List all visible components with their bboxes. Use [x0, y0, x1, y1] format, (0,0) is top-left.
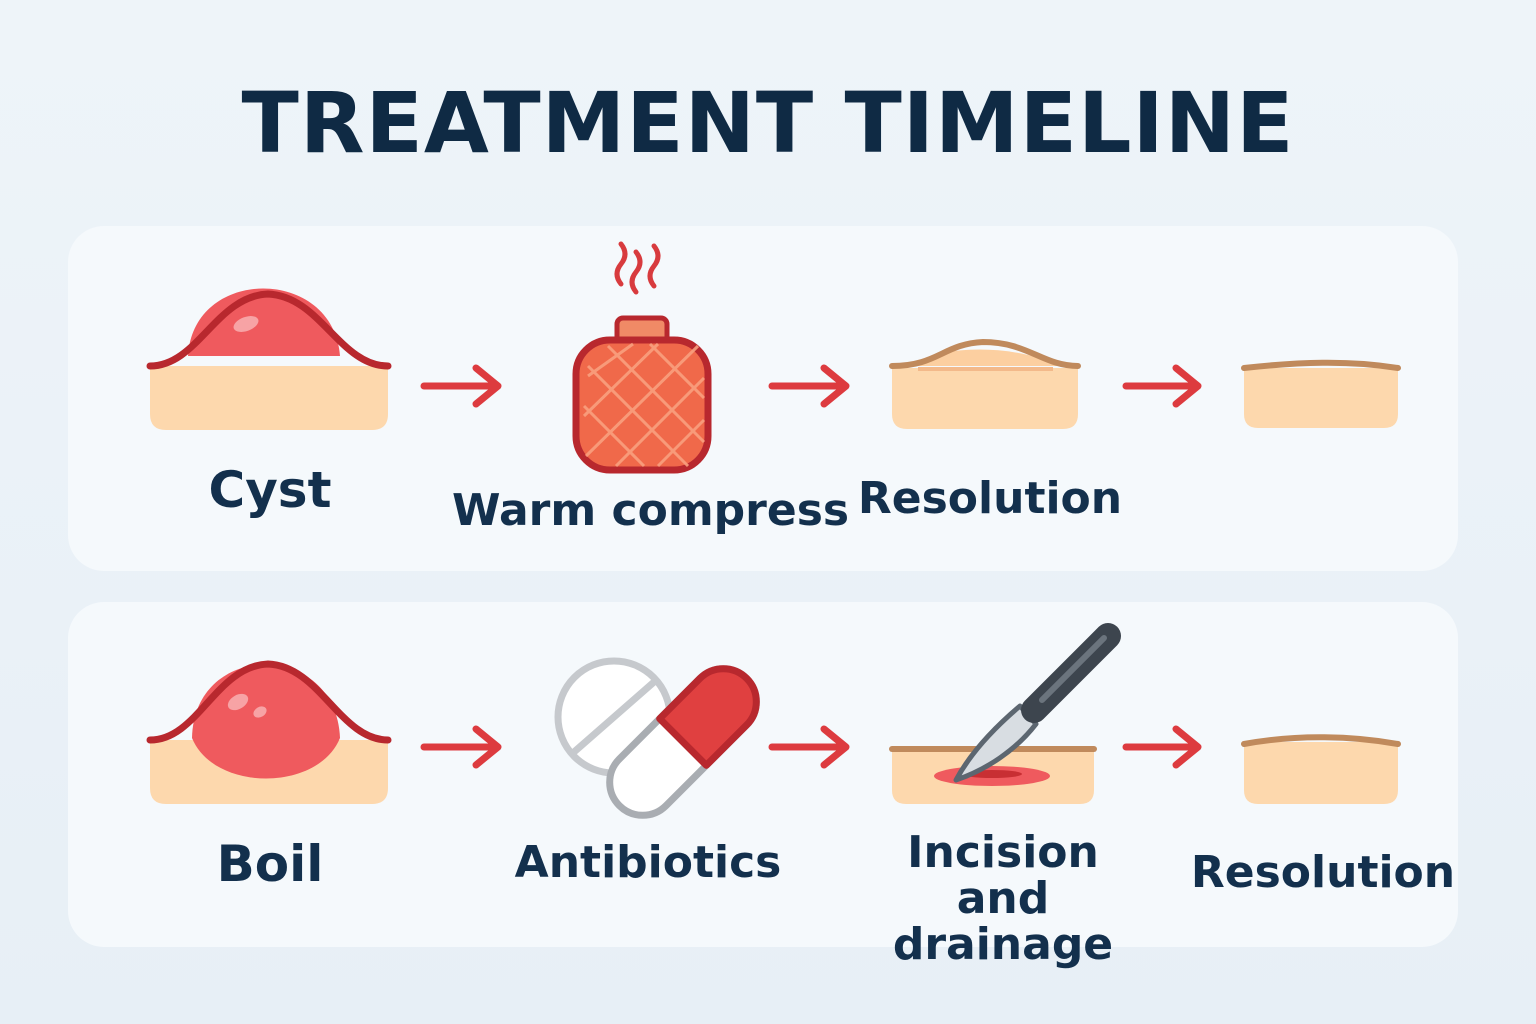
boil-timeline-panel: Boil Antibiotics Incision and drainage R…: [68, 602, 1458, 968]
pill-capsule-icon: [554, 657, 760, 819]
cyst-timeline-panel: Cyst Warm compress Resolution: [68, 226, 1458, 571]
page-title: TREATMENT TIMELINE: [241, 74, 1295, 172]
boil-timeline-art: [146, 623, 1401, 819]
step-label: Resolution: [1190, 847, 1456, 898]
cyst-timeline-art: [146, 241, 1401, 474]
step-label: Warm compress: [452, 485, 850, 536]
step-label: Cyst: [208, 461, 332, 519]
step-label: Boil: [216, 835, 324, 893]
scalpel-incision-icon: [889, 623, 1121, 804]
step-label: Resolution: [857, 473, 1123, 524]
cyst-lesion-icon: [146, 288, 392, 430]
healed-skin-icon: [1241, 734, 1401, 804]
healing-skin-icon: [889, 338, 1081, 429]
arrow-icon: [768, 725, 850, 769]
arrow-icon: [1122, 364, 1202, 408]
arrow-icon: [1122, 725, 1202, 769]
arrow-icon: [420, 364, 502, 408]
arrow-icon: [420, 725, 502, 769]
healed-skin-icon: [1241, 359, 1401, 428]
boil-lesion-icon: [146, 660, 392, 804]
arrow-icon: [768, 364, 850, 408]
step-label: Antibiotics: [514, 837, 782, 888]
step-label: Incision and drainage: [892, 827, 1114, 971]
hot-water-bottle-icon: [572, 241, 712, 474]
